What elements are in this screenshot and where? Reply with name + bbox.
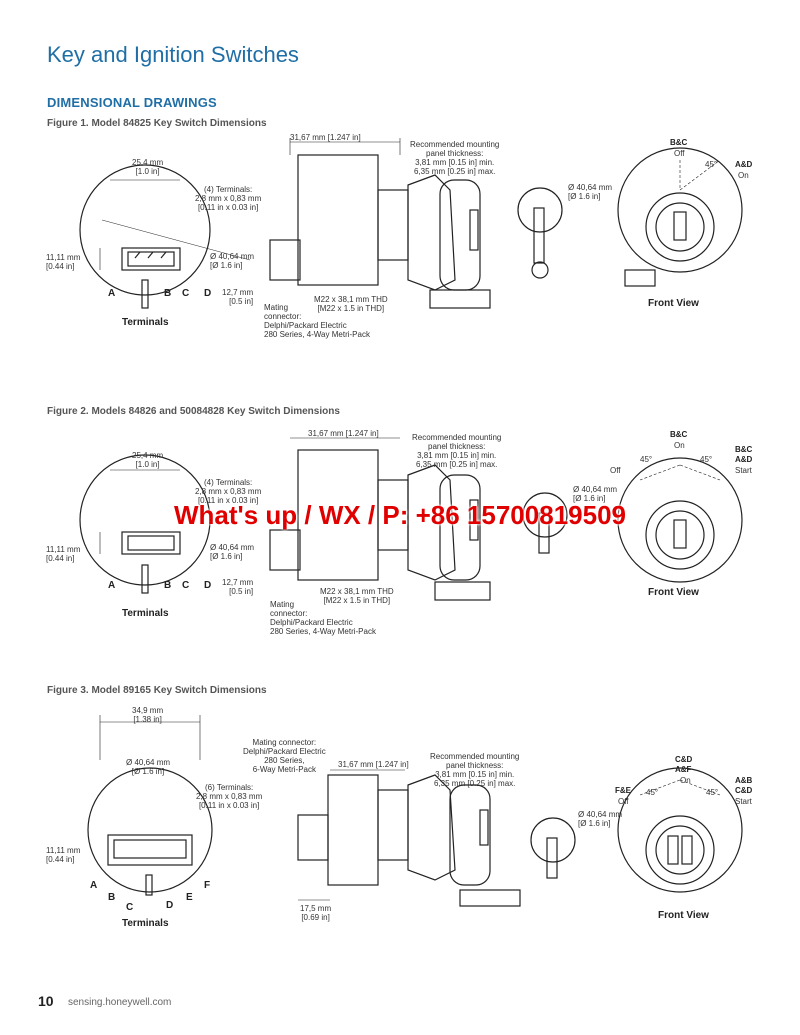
fig2-terminals-label: Terminals <box>122 608 169 619</box>
fig2-connector-note: Mating connector: Delphi/Packard Electri… <box>270 600 376 636</box>
fig1-pos-bc: B&C <box>670 138 688 147</box>
fig2-depth-dim: 12,7 mm [0.5 in] <box>222 578 254 596</box>
fig2-key-diameter: Ø 40,64 mm [Ø 1.6 in] <box>573 485 618 503</box>
fig3-terminals-dim: (6) Terminals: 2,8 mm x 0,83 mm [0.11 in… <box>196 783 263 810</box>
figure-3-caption: Figure 3. Model 89165 Key Switch Dimensi… <box>47 685 267 696</box>
fig1-length-dim: 31,67 mm [1.247 in] <box>290 133 361 142</box>
fig2-mount-note: Recommended mounting panel thickness: 3,… <box>412 433 502 469</box>
fig3-key-diameter: Ø 40,64 mm [Ø 1.6 in] <box>578 810 623 828</box>
fig3-mount-note: Recommended mounting panel thickness: 3,… <box>430 752 520 788</box>
fig1-pos-bc-sub: Off <box>674 149 685 158</box>
fig3-letter-e: E <box>186 892 193 903</box>
fig1-pos-ad: A&D <box>735 160 753 169</box>
fig3-pos-abcd: A&B C&D <box>735 776 753 795</box>
fig1-mount-note: Recommended mounting panel thickness: 3,… <box>410 140 500 176</box>
fig1-width-dim: 25,4 mm [1.0 in] <box>132 158 164 176</box>
fig2-pos-off: Off <box>610 466 621 475</box>
fig2-pos-bc: B&C <box>670 430 688 439</box>
fig2-letter-b: B <box>164 580 172 591</box>
fig3-depth-dim: 17,5 mm [0.69 in] <box>300 904 332 922</box>
fig2-terminals-dim: (4) Terminals: 2,8 mm x 0,83 mm [0.11 in… <box>195 478 262 505</box>
fig2-angle-right: 45° <box>700 455 713 464</box>
fig3-letter-f: F <box>204 880 211 891</box>
fig3-height-dim: 11,11 mm [0.44 in] <box>46 846 81 864</box>
fig2-letter-c: C <box>182 580 190 591</box>
fig3-diameter-top: Ø 40,64 mm [Ø 1.6 in] <box>126 758 171 776</box>
figure-3-drawing <box>87 715 743 907</box>
fig1-terminals-dim: (4) Terminals: 2,8 mm x 0,83 mm [0.11 in… <box>195 185 262 212</box>
fig3-pos-fe-sub: Off <box>618 797 629 806</box>
fig3-pos-fe: F&E <box>615 786 631 795</box>
fig2-pos-start: Start <box>735 466 752 475</box>
fig3-letter-a: A <box>90 880 98 891</box>
watermark-banner: What's up / WX / P: +86 15700819509 <box>173 500 626 530</box>
fig3-pos-top-sub: On <box>680 776 691 785</box>
fig2-letter-d: D <box>204 580 212 591</box>
fig3-pos-start: Start <box>735 797 752 806</box>
fig3-pos-top: C&D A&F <box>675 755 693 774</box>
figure-1-drawing <box>79 138 743 309</box>
fig2-front-view-label: Front View <box>648 587 699 598</box>
fig3-letter-b: B <box>108 892 116 903</box>
fig3-width-dim: 34,9 mm [1.38 in] <box>132 706 164 724</box>
fig2-letter-a: A <box>108 580 116 591</box>
page-title: Key and Ignition Switches <box>47 42 299 67</box>
fig2-pos-bc-sub: On <box>674 441 685 450</box>
fig2-thread-dim: M22 x 38,1 mm THD [M22 x 1.5 in THD] <box>320 587 394 605</box>
fig3-terminals-label: Terminals <box>122 918 169 929</box>
fig1-key-diameter: Ø 40,64 mm [Ø 1.6 in] <box>568 183 613 201</box>
fig1-depth-dim: 12,7 mm [0.5 in] <box>222 288 254 306</box>
fig2-angle-left: 45° <box>640 455 653 464</box>
fig1-diameter-dim: Ø 40,64 mm [Ø 1.6 in] <box>210 252 255 270</box>
fig3-connector-note: Mating connector: Delphi/Packard Electri… <box>243 738 326 774</box>
fig1-height-dim: 11,11 mm [0.44 in] <box>46 253 81 271</box>
fig1-letter-b: B <box>164 288 172 299</box>
fig1-connector-note: Mating connector: Delphi/Packard Electri… <box>264 303 370 339</box>
fig1-angle: 45° <box>705 160 718 169</box>
fig2-length-dim: 31,67 mm [1.247 in] <box>308 429 379 438</box>
page-number: 10 <box>38 993 54 1009</box>
figure-2-drawing <box>79 437 743 601</box>
fig1-front-view-label: Front View <box>648 298 699 309</box>
fig1-pos-ad-sub: On <box>738 171 749 180</box>
fig2-pos-bcad: B&C A&D <box>735 445 753 464</box>
fig3-angle-left: 45° <box>646 788 659 797</box>
fig1-letter-a: A <box>108 288 116 299</box>
fig3-front-view-label: Front View <box>658 910 709 921</box>
footer-url: sensing.honeywell.com <box>68 997 172 1008</box>
fig3-angle-right: 45° <box>706 788 719 797</box>
fig3-length-dim: 31,67 mm [1.247 in] <box>338 760 409 769</box>
figure-2-caption: Figure 2. Models 84826 and 50084828 Key … <box>47 406 340 417</box>
fig2-width-dim: 25,4 mm [1.0 in] <box>132 451 164 469</box>
fig3-letter-c: C <box>126 902 134 913</box>
fig1-thread-dim: M22 x 38,1 mm THD [M22 x 1.5 in THD] <box>314 295 388 313</box>
fig1-terminals-label: Terminals <box>122 317 169 328</box>
fig3-letter-d: D <box>166 900 174 911</box>
fig1-letter-d: D <box>204 288 212 299</box>
section-heading: DIMENSIONAL DRAWINGS <box>47 95 217 110</box>
fig2-height-dim: 11,11 mm [0.44 in] <box>46 545 81 563</box>
fig2-diameter-dim: Ø 40,64 mm [Ø 1.6 in] <box>210 543 255 561</box>
fig1-letter-c: C <box>182 288 190 299</box>
figure-1-caption: Figure 1. Model 84825 Key Switch Dimensi… <box>47 118 267 129</box>
